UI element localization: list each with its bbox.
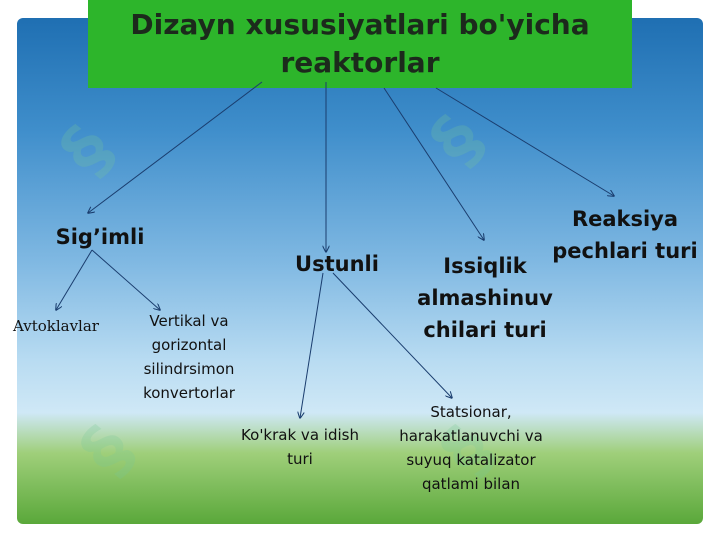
arrow-ustunli-to-statsionar xyxy=(332,272,452,398)
node-issiqlik: Issiqlik almashinuv chilari turi xyxy=(405,250,565,346)
node-statsionar-line2: harakatlanuvchi va xyxy=(399,427,543,445)
node-ustunli: Ustunli xyxy=(295,252,379,276)
node-kokrak-line1: Ko'krak va idish xyxy=(241,426,359,444)
node-issiqlik-line3: chilari turi xyxy=(423,318,547,342)
arrow-sigimli-to-vertikal xyxy=(91,249,160,310)
node-reaksiya: Reaksiya pechlari turi xyxy=(550,203,700,267)
node-vertikal-line3: silindrsimon xyxy=(143,360,235,378)
arrow-title-to-sigimli xyxy=(88,81,263,213)
node-issiqlik-line2: almashinuv xyxy=(417,286,553,310)
node-statsionar-line4: qatlami bilan xyxy=(421,475,521,493)
node-kokrak-line2: turi xyxy=(287,450,313,468)
node-avtoklavlar: Avtoklavlar xyxy=(13,317,99,335)
node-reaksiya-line2: pechlari turi xyxy=(552,239,698,263)
title-box xyxy=(88,0,632,88)
diagram-title: Dizayn xususiyatlari bo'yicha reaktorlar xyxy=(130,8,590,79)
node-vertikal-line2: gorizontal xyxy=(151,336,227,354)
node-kokrak: Ko'krak va idish turi xyxy=(228,423,372,471)
node-statsionar-line1: Statsionar, xyxy=(430,403,512,421)
node-statsionar: Statsionar, harakatlanuvchi va suyuq kat… xyxy=(388,400,554,496)
arrow-title-to-issiqlik xyxy=(383,87,484,240)
node-statsionar-line3: suyuq katalizator xyxy=(406,451,536,469)
node-sigimli: Sig’imli xyxy=(55,225,145,249)
node-vertikal-line4: konvertorlar xyxy=(143,384,235,402)
node-vertikal: Vertikal va gorizontal silindrsimon konv… xyxy=(124,309,254,405)
arrow-title-to-reaksiya xyxy=(435,87,614,196)
arrow-ustunli-to-kokrak xyxy=(300,272,324,418)
node-issiqlik-line1: Issiqlik xyxy=(443,254,527,278)
arrow-sigimli-to-avtoklavlar xyxy=(56,249,93,310)
slide-background xyxy=(17,18,703,524)
node-reaksiya-line1: Reaksiya xyxy=(571,207,679,231)
node-vertikal-line1: Vertikal va xyxy=(149,312,229,330)
